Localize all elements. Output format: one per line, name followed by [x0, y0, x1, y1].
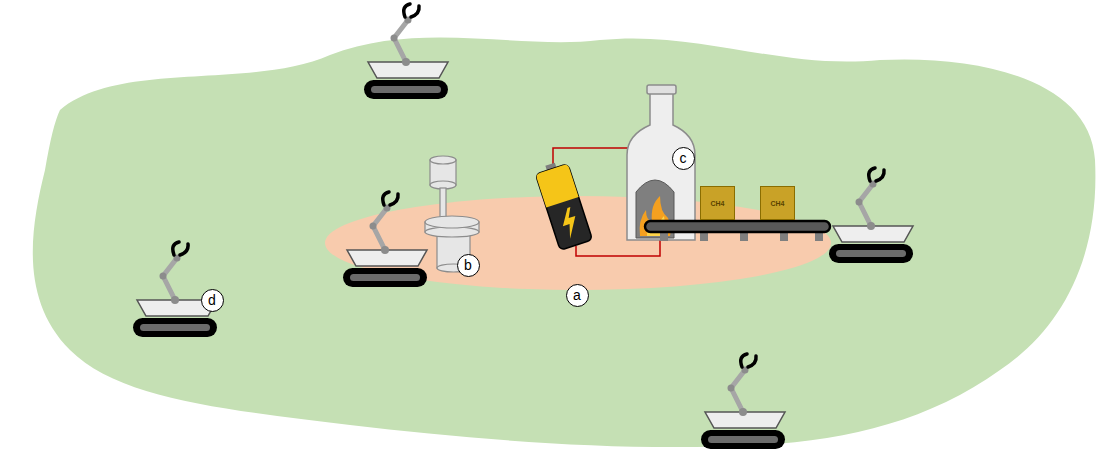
- site-area: [33, 37, 1096, 447]
- robot: [343, 192, 427, 287]
- crate-label: CH4: [710, 200, 724, 207]
- robot: [364, 4, 448, 99]
- callout-letter: b: [464, 258, 472, 272]
- callout-letter: c: [680, 151, 687, 165]
- conveyor: [645, 221, 830, 241]
- callout-letter: d: [208, 293, 216, 307]
- callout-letter: a: [573, 288, 581, 302]
- callout-circle: b: [457, 254, 480, 277]
- furnace: [627, 85, 695, 240]
- robot: [829, 168, 913, 263]
- robot: [133, 242, 217, 337]
- gas-crate: CH4: [760, 186, 795, 220]
- robot: [701, 354, 785, 449]
- callout-circle: c: [672, 147, 695, 170]
- battery: [534, 159, 593, 250]
- callout-circle: d: [201, 289, 224, 312]
- crate-label: CH4: [770, 200, 784, 207]
- gas-crate: CH4: [700, 186, 735, 220]
- callout-circle: a: [566, 284, 589, 307]
